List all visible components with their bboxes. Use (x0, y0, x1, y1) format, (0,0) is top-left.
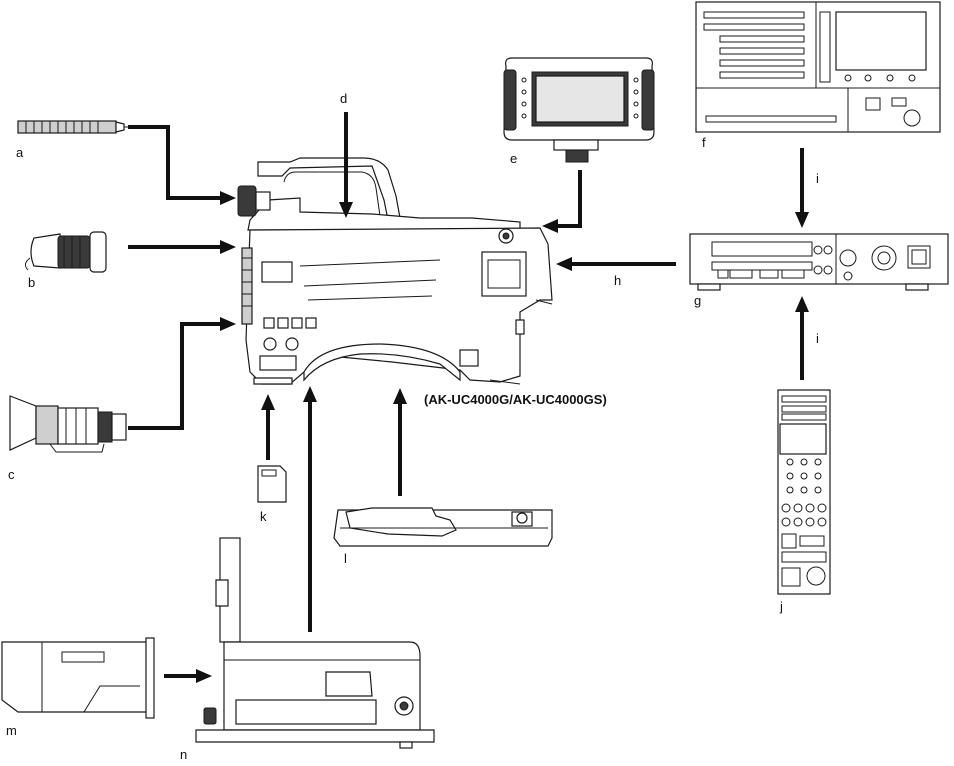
control-panel (777, 389, 831, 595)
label-g: g (694, 293, 702, 308)
label-c: c (8, 467, 15, 482)
label-h: h (614, 273, 622, 288)
label-k: k (260, 509, 267, 524)
model-caption: (AK-UC4000G/AK-UC4000GS) (424, 392, 607, 407)
label-f: f (702, 135, 706, 150)
viewfinder (24, 231, 107, 273)
label-i-top: i (816, 171, 819, 186)
large-lens-adapter (195, 537, 435, 749)
label-l: l (344, 551, 347, 566)
remote-operation-panel (695, 1, 941, 133)
lens-hood (1, 637, 155, 719)
connection-arrows (128, 112, 809, 683)
zoom-lens (9, 395, 127, 453)
label-b: b (28, 275, 36, 290)
label-a: a (16, 145, 24, 160)
label-i-bottom: i (816, 331, 819, 346)
camera-body (237, 157, 553, 385)
camera-control-unit (689, 233, 949, 291)
label-e: e (510, 151, 518, 166)
label-d: d (340, 91, 348, 106)
sd-memory-card (257, 465, 287, 503)
label-n: n (180, 747, 188, 762)
label-j: j (780, 599, 783, 614)
label-m: m (6, 723, 17, 738)
microphone (17, 120, 132, 134)
lcd-monitor (503, 57, 655, 163)
tripod-adapter (333, 507, 553, 547)
